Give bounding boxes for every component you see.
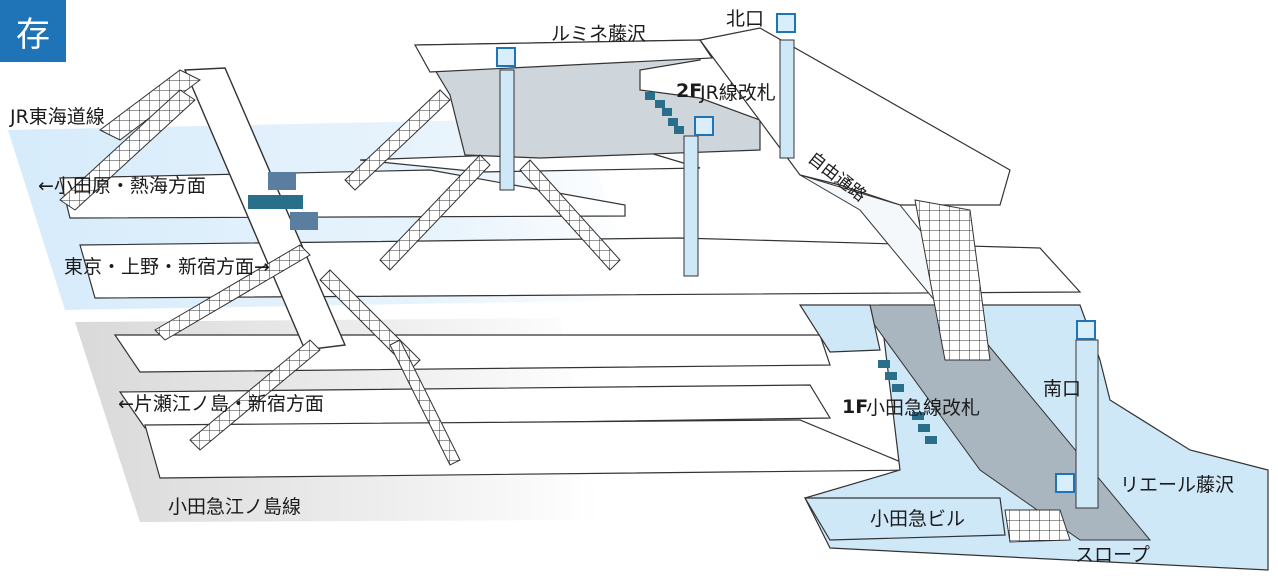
- label-slope: スロープ: [1075, 544, 1150, 566]
- elevator-icon: [776, 13, 796, 33]
- stair-block-lightblue: [798, 304, 881, 353]
- corner-badge: 存: [0, 0, 66, 62]
- bridge-gate-dark: [248, 195, 303, 209]
- label-reel: リエール藤沢: [1120, 474, 1235, 496]
- elevator-icon: [1076, 320, 1096, 340]
- label-odawara-atami: ←小田原・熱海方面: [38, 175, 206, 197]
- odakyu-platform-3: [144, 419, 921, 479]
- wheelchair-icon: [1055, 473, 1075, 493]
- elevator-icon: [694, 116, 714, 136]
- label-floor-2f: 2F: [676, 80, 703, 102]
- label-lumine: ルミネ藤沢: [551, 23, 647, 45]
- label-odakyu-enoshima-line: 小田急江ノ島線: [168, 496, 302, 518]
- label-odakyu-building: 小田急ビル: [870, 508, 966, 530]
- lumine-floor: [413, 39, 714, 73]
- elevator-shaft-2: [683, 135, 699, 277]
- label-odakyu-gate: 小田急線改札: [866, 397, 981, 419]
- elevator-icon: [496, 47, 516, 67]
- label-tokyo-ueno-shinjuku: 東京・上野・新宿方面→: [64, 256, 270, 278]
- label-south-exit: 南口: [1043, 378, 1082, 400]
- label-jr-tokaido-line: JR東海道線: [10, 106, 105, 128]
- bridge-gate-bottom: [290, 212, 318, 230]
- odakyu-building-block: [803, 497, 1006, 541]
- odakyu-gates: [878, 360, 937, 444]
- odakyu-platform-1: [113, 334, 831, 373]
- label-katase-enoshima: ←片瀬江ノ島・新宿方面: [118, 393, 324, 415]
- jr-gates: [645, 92, 684, 134]
- label-floor-1f: 1F: [842, 396, 869, 418]
- elevator-shaft-1: [499, 69, 515, 191]
- elevator-shaft-3: [779, 39, 795, 159]
- odakyu-platform-2: [118, 384, 832, 429]
- bridge-gate-top: [268, 172, 296, 190]
- stairs-group: [59, 69, 991, 466]
- label-jr-gate: JR線改札: [700, 82, 776, 104]
- label-north-exit: 北口: [726, 8, 765, 30]
- elevator-shaft-4: [1075, 339, 1099, 509]
- slope-stairs: [1004, 509, 1071, 543]
